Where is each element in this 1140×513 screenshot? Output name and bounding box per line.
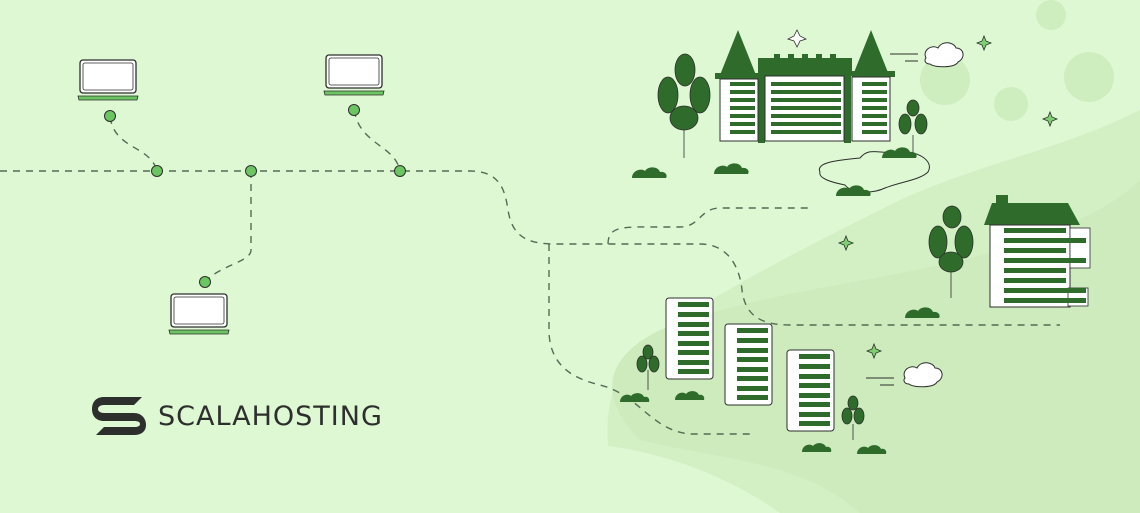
scala-s-logo-icon (92, 397, 146, 435)
rack-server-icon (724, 323, 773, 406)
pond-outline (818, 151, 930, 193)
network-nodes (104, 104, 406, 288)
bubble-decoration (1064, 52, 1114, 102)
tree-icon (657, 53, 711, 158)
bubble-decoration (920, 55, 970, 105)
laptop-icon (323, 54, 385, 96)
cloud-icon (903, 362, 943, 388)
laptop-icon (168, 293, 230, 335)
rack-server-icon (665, 297, 714, 380)
bubble-decoration (1036, 0, 1066, 30)
brand-logo: SCALAHOSTING (90, 395, 383, 437)
castle-server-icon (715, 30, 895, 143)
wind-lines (866, 53, 918, 386)
bubble-decoration (994, 87, 1028, 121)
tree-icon (928, 205, 974, 298)
tree-icon (636, 344, 660, 390)
brand-name: SCALAHOSTING (158, 400, 383, 432)
tree-icon (898, 99, 928, 156)
star-icons (786, 29, 1059, 360)
laptop-icon (77, 59, 139, 101)
house-server-icon (984, 195, 1091, 308)
bush-icons (620, 147, 940, 454)
cloud-icon (924, 42, 964, 68)
rack-server-icon (786, 349, 835, 432)
network-lines (0, 109, 1060, 435)
tree-icon (841, 395, 865, 440)
